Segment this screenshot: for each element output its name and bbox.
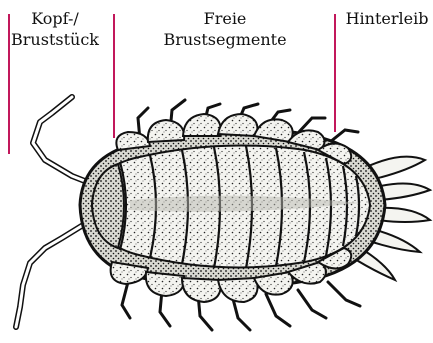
antenna-lower [16, 222, 88, 327]
divider-head-thorax [113, 14, 115, 138]
label-thorax-line-2: Brustsegmente [140, 29, 310, 50]
divider-thorax-abdomen [334, 14, 336, 132]
label-thorax-line-1: Freie [140, 8, 310, 29]
label-abdomen: Hinterleib [343, 8, 431, 29]
label-head-thorax-fused: Kopf-/ Bruststück [2, 8, 108, 50]
label-head-line-1: Kopf-/ [2, 8, 108, 29]
label-free-thoracic-segments: Freie Brustsegmente [140, 8, 310, 50]
antenna-upper [33, 97, 95, 185]
label-head-line-2: Bruststück [2, 29, 108, 50]
label-abdomen-line-1: Hinterleib [343, 8, 431, 29]
